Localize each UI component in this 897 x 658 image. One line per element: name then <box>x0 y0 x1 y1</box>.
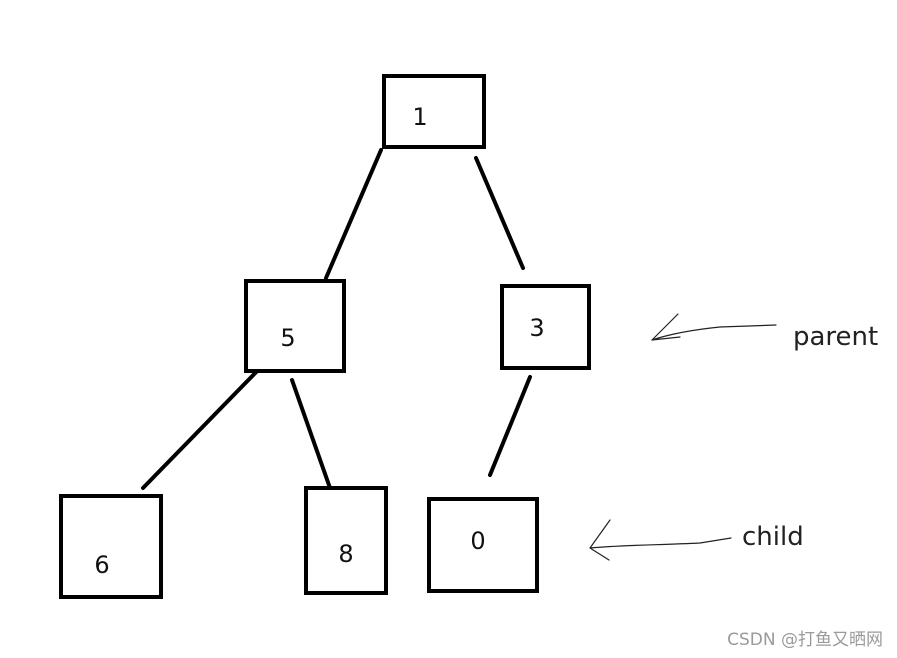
node-label: 0 <box>470 527 485 555</box>
child-label: child <box>742 522 804 552</box>
node-label: 8 <box>338 540 353 568</box>
node-label: 3 <box>529 314 544 342</box>
edge-1-3 <box>474 156 525 270</box>
child-arrow-icon <box>589 519 732 561</box>
tree-node-1: 1 <box>382 74 486 149</box>
edge-3-0 <box>488 375 532 477</box>
tree-node-8: 8 <box>304 486 388 595</box>
tree-node-3: 3 <box>500 284 591 370</box>
node-label: 1 <box>412 103 427 131</box>
watermark: CSDN @打鱼又晒网 <box>727 630 883 650</box>
node-label: 6 <box>94 551 109 579</box>
node-label: 5 <box>280 324 295 352</box>
edge-5-6 <box>141 363 265 490</box>
tree-node-0: 0 <box>427 497 539 593</box>
parent-label: parent <box>793 322 878 352</box>
tree-node-5: 5 <box>244 279 346 373</box>
tree-node-6: 6 <box>59 494 163 599</box>
edge-1-5 <box>324 148 383 280</box>
edge-5-8 <box>290 378 332 490</box>
parent-arrow-icon <box>651 313 777 341</box>
